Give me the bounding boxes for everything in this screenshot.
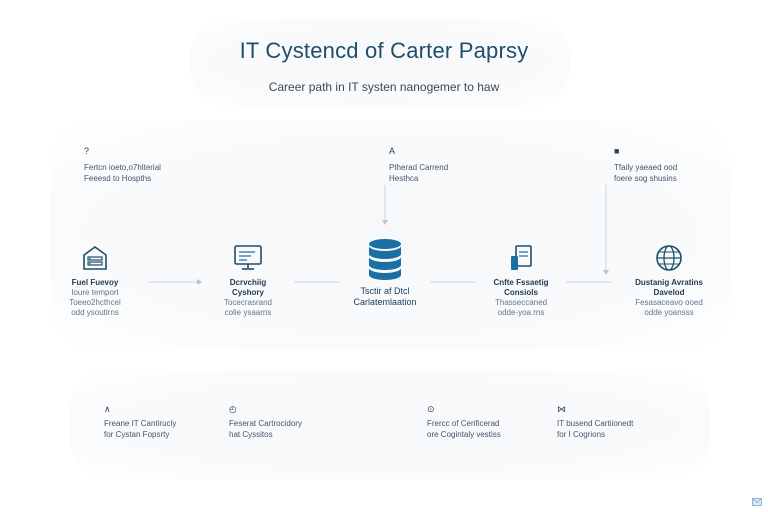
note-right-text: Tfaily yaeaed ood foere sog shusins	[614, 163, 678, 183]
node-2-desc: Tocecrasrand colie ysaarns	[223, 298, 273, 317]
page-subtitle: Career path in IT systen nanogemer to ha…	[268, 80, 500, 94]
node-5-title: Dustanig Avratins Davelod	[635, 278, 703, 297]
certs-backdrop	[70, 370, 710, 480]
diagram-backdrop	[50, 120, 730, 350]
node-1: Fuel Fuevoy Ioure temport Toeeo2hcthcel …	[40, 244, 150, 318]
node-4-desc: Thasseccaned odde-yoa.rns	[494, 298, 548, 317]
node-4-title: Cnfte Fssaetig Consiols	[493, 278, 549, 297]
note-center: A Ptherad Carrend Hesthca	[389, 146, 509, 184]
cert-2: ◴ Feserat Cartrocidory hat Cyssitos	[229, 404, 339, 440]
note-left-text: Fertcn ioeto,o7hlterial Feeesd to Hospth…	[84, 163, 161, 183]
cert-3-glyph: ⊙	[427, 404, 435, 414]
cert-3: ⊙ Frercc of Cerificerad ore Cogintaly ve…	[427, 404, 537, 440]
database-icon	[369, 239, 401, 280]
page-title: IT Cystencd of Carter Paprsy	[239, 38, 529, 63]
note-center-text: Ptherad Carrend Hesthca	[389, 163, 449, 183]
arrow-node2	[197, 279, 202, 285]
node-3: Tsctir af Dtcl Carlatemlaation	[330, 238, 440, 308]
node-5: Dustanig Avratins Davelod Fesasaceavo oo…	[614, 244, 724, 318]
note-left-glyph: ?	[84, 146, 90, 156]
cert-3-text: Frercc of Cerificerad ore Cogintaly vest…	[427, 419, 501, 439]
node-3-title: Tsctir af Dtcl Carlatemlaation	[353, 286, 417, 307]
cert-2-text: Feserat Cartrocidory hat Cyssitos	[229, 419, 302, 439]
mail-icon	[752, 498, 762, 506]
node-5-desc: Fesasaceavo ooed odde yoansss	[635, 298, 703, 317]
node-2: Dcrvchiig Cyshory Tocecrasrand colie ysa…	[193, 244, 303, 318]
node-4: Cnfte Fssaetig Consiols Thasseccaned odd…	[466, 244, 576, 318]
cert-4-glyph: ⋈	[557, 404, 566, 414]
cert-4: ⋈ IT busend Cartiionedt for I Cogrions	[557, 404, 667, 440]
server-rack-icon	[83, 246, 107, 270]
cert-1-glyph: ∧	[104, 404, 111, 414]
arrow-node5	[603, 270, 609, 275]
note-right: ■ Tfaily yaeaed ood foere sog shusins	[614, 146, 734, 184]
documents-icon	[511, 245, 532, 270]
cert-1-text: Freane IT Cantirucly for Cystan Fopsrty	[104, 419, 177, 439]
note-right-glyph: ■	[614, 146, 620, 156]
note-left: ? Fertcn ioeto,o7hlterial Feeesd to Hosp…	[84, 146, 204, 184]
monitor-icon	[234, 245, 262, 270]
cert-1: ∧ Freane IT Cantirucly for Cystan Fopsrt…	[104, 404, 214, 440]
node-2-title: Dcrvchiig Cyshory	[229, 278, 267, 297]
cert-2-glyph: ◴	[229, 404, 237, 414]
note-center-glyph: A	[389, 146, 396, 156]
node-1-desc: Ioure temport Toeeo2hcthcel odd ysoutirn…	[69, 288, 121, 317]
node-1-title: Fuel Fuevoy	[71, 278, 119, 287]
title-backdrop	[190, 18, 570, 108]
cert-4-text: IT busend Cartiionedt for I Cogrions	[557, 419, 634, 439]
globe-icon	[656, 245, 682, 271]
arrow-node3	[382, 220, 388, 225]
